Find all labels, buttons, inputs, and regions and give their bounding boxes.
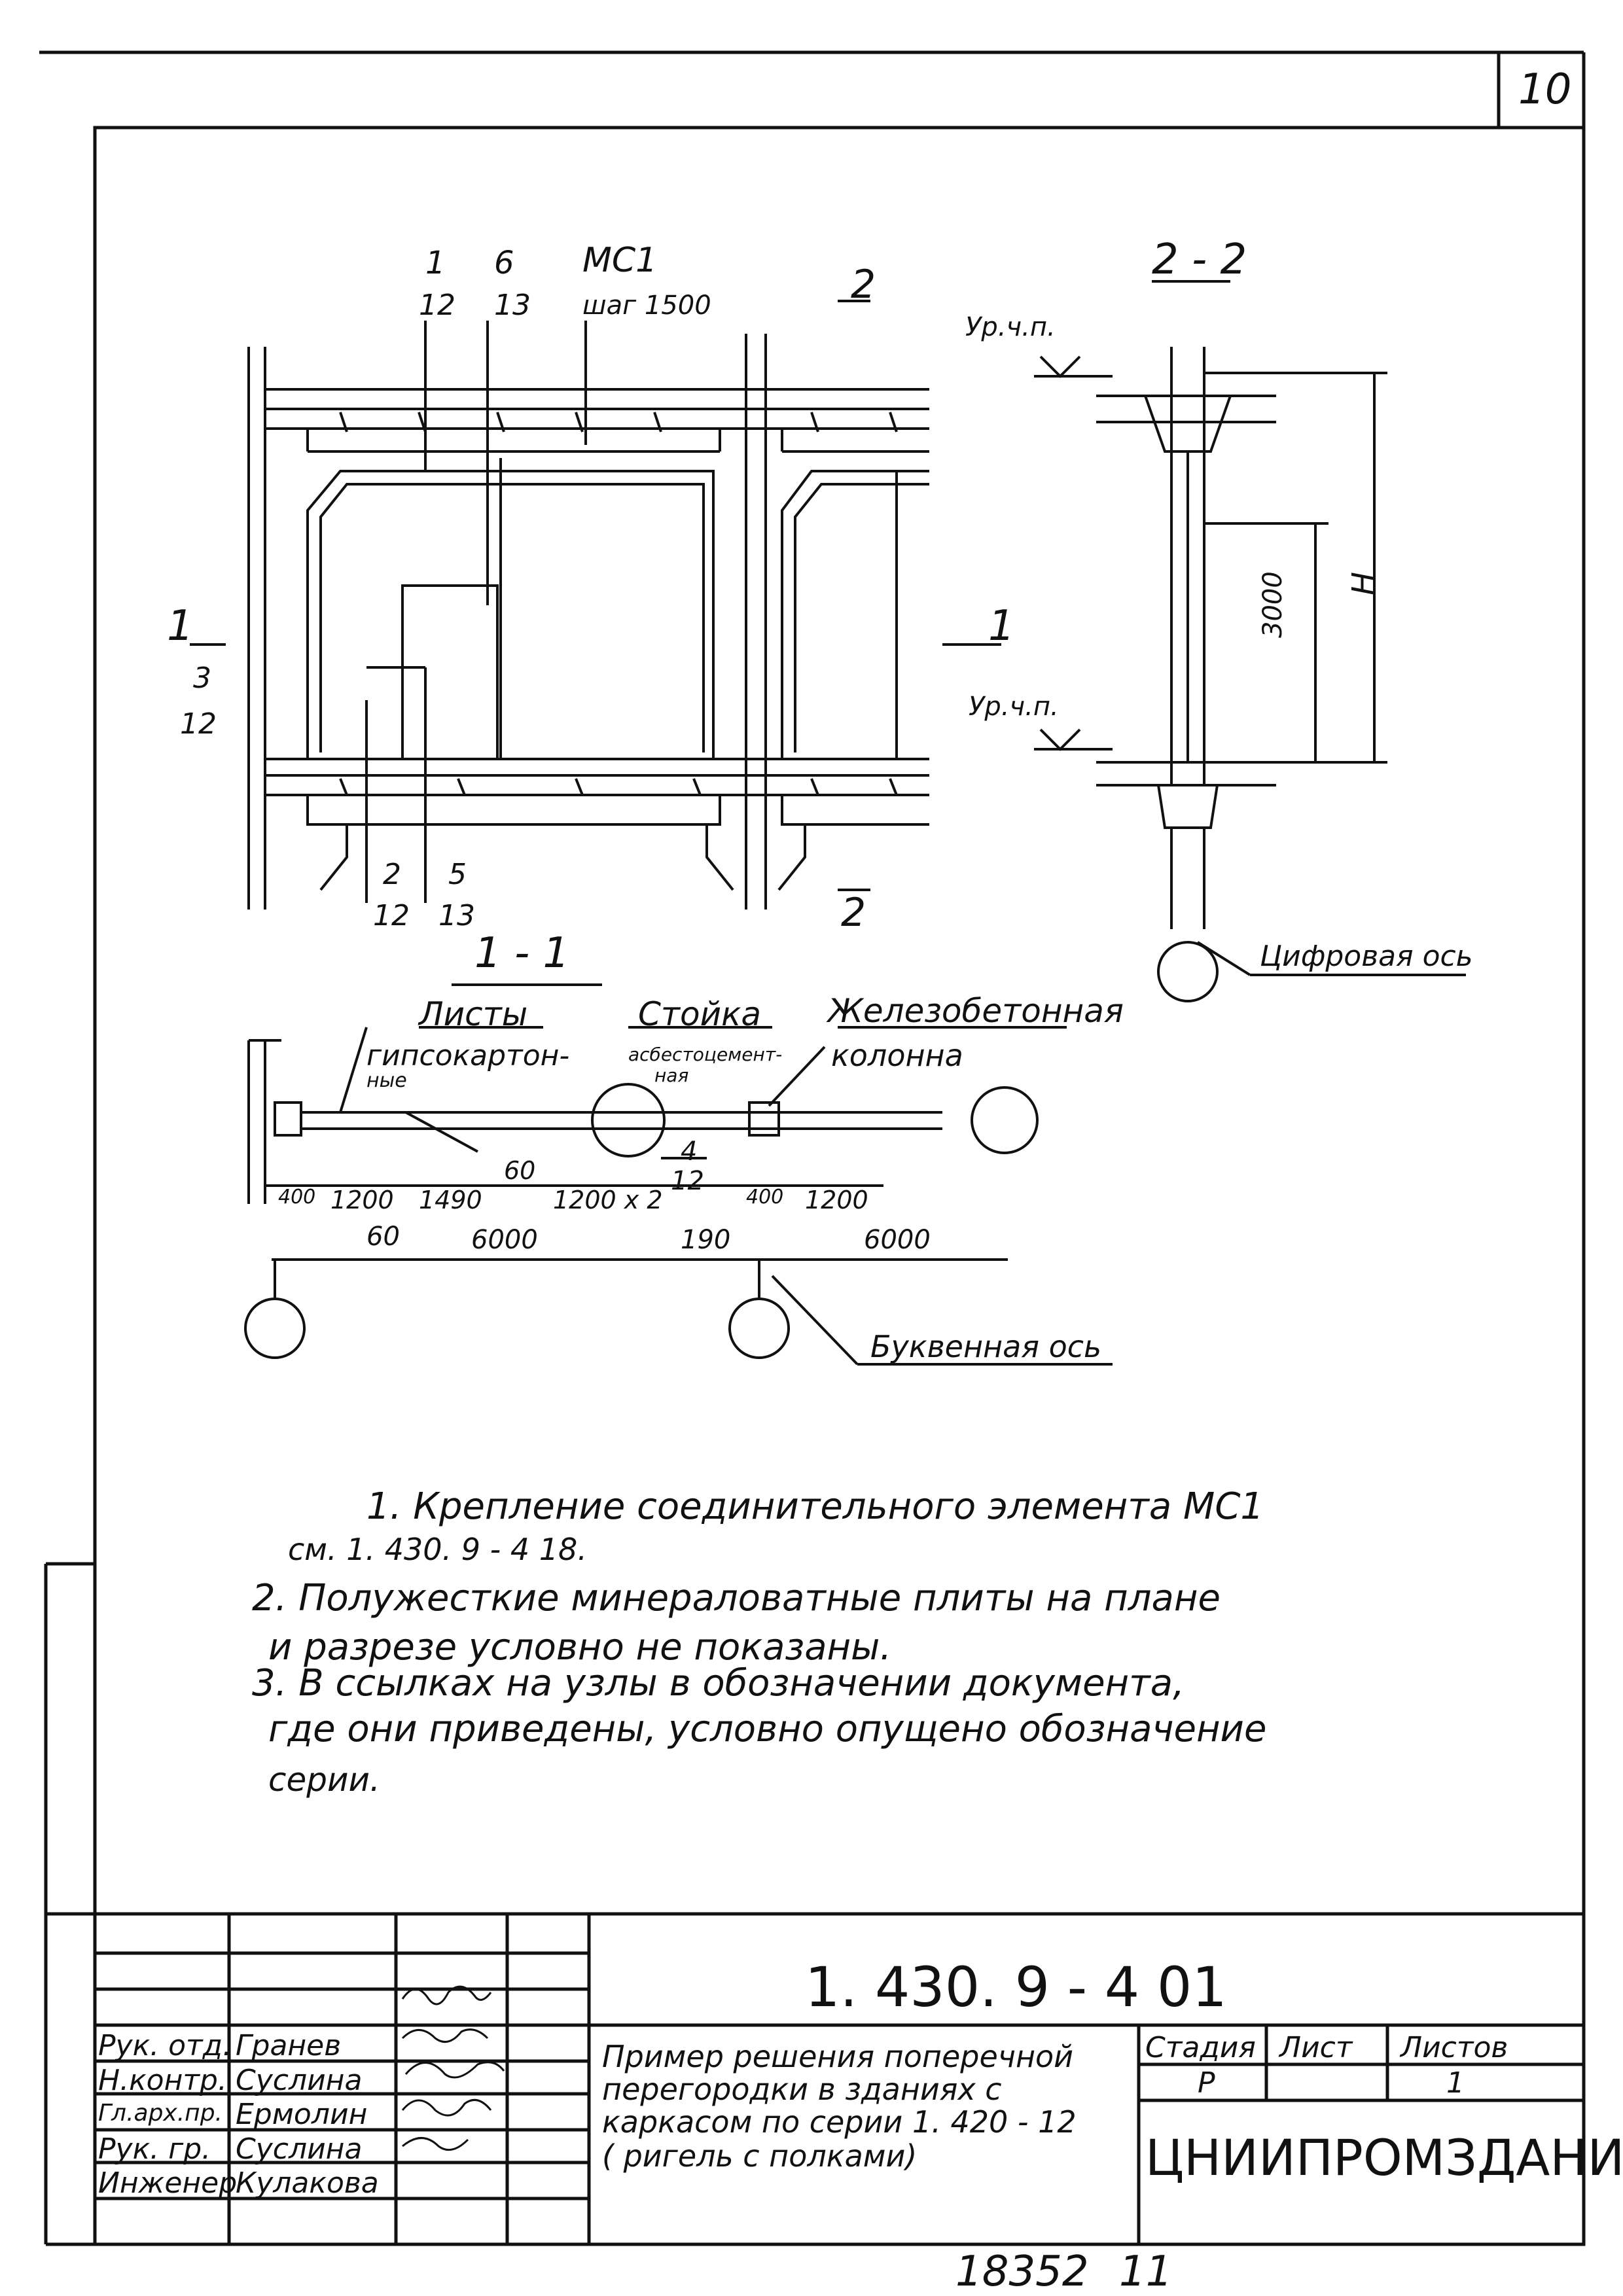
note-3: 3. В ссылках на узлы в обозначении докум… xyxy=(252,1662,1185,1704)
callout-2-bottom: 12 xyxy=(373,899,410,932)
role-4: Инженер xyxy=(98,2166,238,2200)
dim-top-6: 1200 xyxy=(805,1186,868,1214)
dim-3000: 3000 xyxy=(1258,571,1288,638)
signatures xyxy=(401,1985,505,2151)
label-column: Железобетонная xyxy=(828,992,1124,1030)
cut-mark-left: 1 xyxy=(167,602,194,650)
stage-value: Р xyxy=(1198,2066,1215,2100)
callout-4-bottom: 12 xyxy=(671,1166,704,1196)
cut-mark-right: 1 xyxy=(988,602,1015,650)
callout-5-top: 5 xyxy=(448,858,467,891)
role-1: Н.контр. xyxy=(98,2064,227,2097)
section-mark-top: 2 xyxy=(851,262,876,308)
section-1-1-title: 1 - 1 xyxy=(474,929,570,978)
callout-3-bottom: 12 xyxy=(180,707,217,741)
footer-suffix: 11 xyxy=(1119,2248,1173,2296)
title-line-3: ( ригель с полками) xyxy=(602,2138,918,2174)
digit-axis-label: Цифровая ось xyxy=(1260,940,1473,973)
sheets-header: Листов xyxy=(1400,2031,1508,2064)
callout-6-bottom: 13 xyxy=(494,289,531,322)
name-1: Суслина xyxy=(236,2064,363,2097)
label-post-3: ная xyxy=(654,1065,689,1086)
dim-top-0: 400 xyxy=(278,1186,316,1209)
dim-top-5: 400 xyxy=(746,1186,784,1209)
role-2: Гл.арх.пр. xyxy=(98,2100,223,2127)
sheet-header: Лист xyxy=(1279,2031,1353,2064)
footer-number: 18352 xyxy=(955,2248,1089,2296)
name-0: Гранев xyxy=(236,2029,342,2062)
label-sheets: Листы xyxy=(419,995,528,1033)
letter-axis-label: Буквенная ось xyxy=(870,1329,1102,1364)
callout-mc1-bottom: шаг 1500 xyxy=(582,291,711,321)
dim-h: Н xyxy=(1346,571,1382,595)
dim-bottom-3: 6000 xyxy=(864,1225,931,1255)
note-2-cont: и разрезе условно не показаны. xyxy=(268,1626,892,1669)
level-top-label: Ур.ч.п. xyxy=(965,312,1056,342)
section-2-2-title: 2 - 2 xyxy=(1152,236,1247,284)
section-mark-bottom: 2 xyxy=(841,890,866,936)
note-3-cont: где они приведены, условно опущено обозн… xyxy=(268,1708,1267,1750)
level-bottom-label: Ур.ч.п. xyxy=(969,692,1059,722)
label-post-2: асбестоцемент- xyxy=(628,1044,783,1065)
label-post: Стойка xyxy=(638,995,761,1033)
callout-3-top: 3 xyxy=(193,662,211,695)
role-0: Рук. отд. xyxy=(98,2029,232,2062)
stage-header: Стадия xyxy=(1145,2031,1256,2064)
dim-top-4: 1200 x 2 xyxy=(553,1186,663,1214)
role-3: Рук. гр. xyxy=(98,2132,211,2166)
note-1-cont: см. 1. 430. 9 - 4 18. xyxy=(288,1532,587,1567)
title-line-0: Пример решения поперечной xyxy=(602,2039,1074,2074)
name-2: Ермолин xyxy=(236,2098,368,2131)
callout-1-bottom: 12 xyxy=(419,289,455,322)
dim-bottom-0: 60 xyxy=(366,1222,400,1252)
callout-4-top: 4 xyxy=(681,1137,698,1167)
name-4: Кулакова xyxy=(236,2166,379,2200)
sheets-value: 1 xyxy=(1446,2066,1465,2100)
callout-2-top: 2 xyxy=(383,858,401,891)
doc-code: 1. 430. 9 - 4 01 xyxy=(805,1955,1227,2019)
title-line-2: каркасом по серии 1. 420 - 12 xyxy=(602,2104,1077,2140)
dim-top-1: 1200 xyxy=(330,1186,394,1214)
label-sheets-2: гипсокартон- xyxy=(366,1039,570,1072)
page-number: 10 xyxy=(1518,65,1572,114)
name-3: Суслина xyxy=(236,2132,363,2166)
dim-bottom-2: 190 xyxy=(681,1225,731,1255)
note-2: 2. Полужесткие минераловатные плиты на п… xyxy=(252,1577,1221,1619)
label-column-2: колонна xyxy=(831,1038,963,1073)
dim-bottom-1: 6000 xyxy=(471,1225,538,1255)
dim-top-3: 60 xyxy=(504,1156,536,1185)
title-line-1: перегородки в зданиях с xyxy=(602,2072,1002,2107)
note-1: 1. Крепление соединительного элемента МС… xyxy=(366,1485,1264,1528)
callout-1-top: 1 xyxy=(425,245,446,281)
callout-mc1-top: МС1 xyxy=(582,241,658,280)
note-3-end: серии. xyxy=(268,1761,380,1799)
organization: ЦНИИПРОМЗДАНИЙ xyxy=(1145,2128,1623,2187)
label-sheets-3: ные xyxy=(366,1069,407,1092)
callout-5-bottom: 13 xyxy=(438,899,475,932)
dim-top-2: 1490 xyxy=(419,1186,482,1214)
callout-6-top: 6 xyxy=(494,245,514,281)
